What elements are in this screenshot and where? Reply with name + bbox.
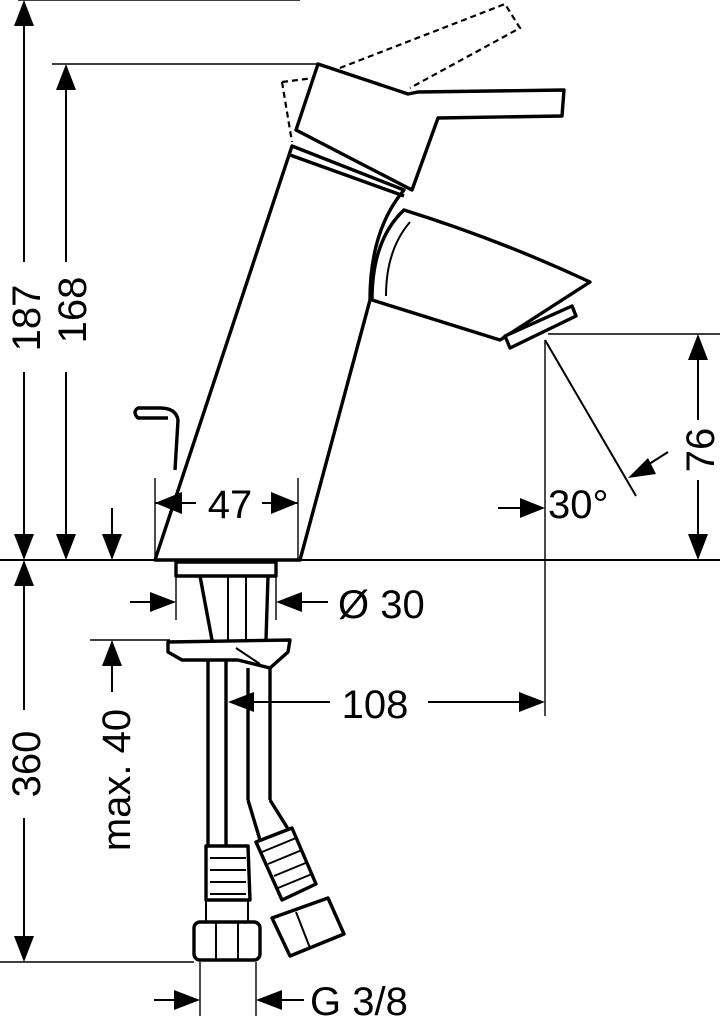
dim-spout-height [548,333,720,560]
dim-label-360: 360 [5,731,49,798]
dim-label-diameter-30: Ø 30 [338,583,425,627]
lever-handle [289,62,566,198]
spout [370,208,592,350]
dim-label-168: 168 [51,277,95,344]
dim-overall-height [14,0,300,560]
hose-fitting-right [254,826,346,958]
dim-hose-length [0,560,194,963]
dim-spray-angle [498,339,669,716]
dim-label-76: 76 [679,428,720,473]
pop-up-rod [133,406,180,471]
mounting-shank [174,560,278,641]
hose-fitting-left [192,844,262,962]
dim-max-countertop [90,639,170,692]
dim-thread-size [154,962,304,1016]
dim-label-47: 47 [208,483,253,527]
dim-spout-reach [228,692,545,712]
faucet-body [0,144,720,562]
mounting-nut-plate [166,638,292,670]
dim-label-g-3-8: G 3/8 [310,980,408,1024]
dim-label-max-40: max. 40 [95,709,139,851]
dim-shank-diameter [130,576,328,620]
supply-hoses [206,660,292,848]
dim-base-width [154,478,299,560]
lever-open-position-outline [280,2,522,143]
dim-lever-height [52,63,320,560]
dim-label-30-degrees: 30° [548,483,609,527]
dim-label-187: 187 [5,285,49,352]
dim-label-108: 108 [342,683,409,727]
